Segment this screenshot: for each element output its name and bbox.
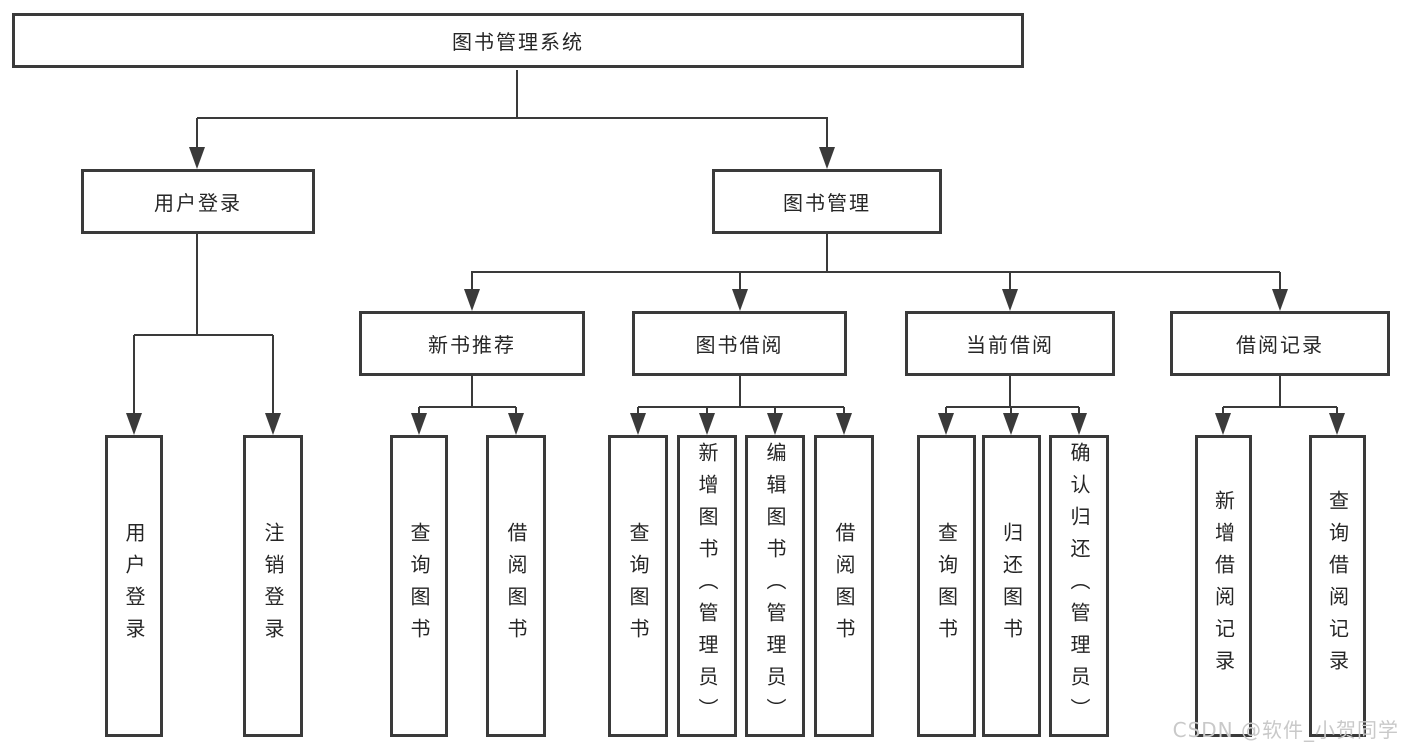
connector-vertical-line — [471, 272, 473, 292]
connector-horizontal-line — [946, 406, 1079, 408]
node-book-management: 图书管理 — [712, 169, 942, 234]
connector-vertical-line — [945, 407, 947, 415]
connector-vertical-line — [133, 335, 135, 416]
arrow-down-icon — [464, 289, 480, 311]
connector-horizontal-line — [471, 271, 1280, 273]
csdn-watermark: CSDN @软件_小贺同学 — [1172, 718, 1399, 742]
connector-horizontal-line — [197, 117, 828, 119]
arrow-down-icon — [1002, 289, 1018, 311]
leaf-label: 用户登录 — [122, 522, 146, 650]
arrow-down-icon — [1003, 413, 1019, 435]
connector-vertical-line — [637, 407, 639, 415]
leaf-query-books-current: 查询图书 — [917, 435, 976, 737]
arrow-down-icon — [699, 413, 715, 435]
arrow-down-icon — [189, 147, 205, 169]
leaf-query-books-borrowing: 查询图书 — [608, 435, 668, 737]
leaf-add-books-admin: 新增图书（管理员） — [677, 435, 737, 737]
connector-horizontal-line — [1223, 406, 1337, 408]
connector-vertical-line — [826, 118, 828, 150]
connector-vertical-line — [272, 335, 274, 416]
connector-vertical-line — [1279, 272, 1281, 292]
node-book-borrowing: 图书借阅 — [632, 311, 847, 376]
leaf-confirm-return-admin: 确认归还（管理员） — [1049, 435, 1109, 737]
connector-horizontal-line — [638, 406, 844, 408]
node-user-login: 用户登录 — [81, 169, 315, 234]
connector-vertical-line — [774, 407, 776, 415]
arrow-down-icon — [126, 413, 142, 435]
connector-vertical-line — [196, 118, 198, 150]
node-borrowing-records: 借阅记录 — [1170, 311, 1390, 376]
arrow-down-icon — [819, 147, 835, 169]
leaf-label: 查询图书 — [626, 522, 650, 650]
leaf-label: 新增图书（管理员） — [695, 442, 719, 730]
connector-vertical-line — [739, 272, 741, 292]
connector-vertical-line — [1336, 407, 1338, 415]
leaf-label: 查询借阅记录 — [1325, 490, 1350, 682]
leaf-query-books-recommend: 查询图书 — [390, 435, 448, 737]
leaf-logout: 注销登录 — [243, 435, 303, 737]
arrow-down-icon — [1215, 413, 1231, 435]
leaf-user-login: 用户登录 — [105, 435, 163, 737]
leaf-label: 确认归还（管理员） — [1067, 442, 1091, 730]
connector-vertical-line — [1279, 376, 1281, 407]
arrow-down-icon — [508, 413, 524, 435]
leaf-borrow-books-borrowing: 借阅图书 — [814, 435, 874, 737]
leaf-label: 注销登录 — [261, 522, 285, 650]
leaf-label: 查询图书 — [407, 522, 431, 650]
arrow-down-icon — [836, 413, 852, 435]
arrow-down-icon — [767, 413, 783, 435]
leaf-add-borrow-record: 新增借阅记录 — [1195, 435, 1252, 737]
connector-vertical-line — [471, 376, 473, 407]
leaf-edit-books-admin: 编辑图书（管理员） — [745, 435, 805, 737]
arrow-down-icon — [265, 413, 281, 435]
connector-vertical-line — [196, 234, 198, 335]
node-current-borrowing: 当前借阅 — [905, 311, 1115, 376]
connector-vertical-line — [418, 407, 420, 415]
arrow-down-icon — [938, 413, 954, 435]
leaf-query-borrow-record: 查询借阅记录 — [1309, 435, 1366, 737]
arrow-down-icon — [630, 413, 646, 435]
leaf-label: 归还图书 — [999, 522, 1024, 650]
arrow-down-icon — [1329, 413, 1345, 435]
leaf-label: 编辑图书（管理员） — [763, 442, 787, 730]
connector-vertical-line — [1009, 272, 1011, 292]
connector-horizontal-line — [419, 406, 516, 408]
connector-vertical-line — [515, 407, 517, 415]
leaf-return-books: 归还图书 — [982, 435, 1041, 737]
leaf-label: 查询图书 — [934, 522, 959, 650]
leaf-label: 借阅图书 — [832, 522, 856, 650]
node-new-book-recommendation: 新书推荐 — [359, 311, 585, 376]
connector-vertical-line — [516, 70, 518, 118]
arrow-down-icon — [1071, 413, 1087, 435]
node-library-management-system: 图书管理系统 — [12, 13, 1024, 68]
arrow-down-icon — [411, 413, 427, 435]
connector-vertical-line — [1222, 407, 1224, 415]
leaf-borrow-books-recommend: 借阅图书 — [486, 435, 546, 737]
leaf-label: 新增借阅记录 — [1211, 490, 1236, 682]
connector-vertical-line — [843, 407, 845, 415]
connector-vertical-line — [826, 234, 828, 272]
connector-horizontal-line — [134, 334, 273, 336]
connector-vertical-line — [739, 376, 741, 407]
connector-vertical-line — [1009, 376, 1011, 407]
arrow-down-icon — [732, 289, 748, 311]
leaf-label: 借阅图书 — [504, 522, 528, 650]
arrow-down-icon — [1272, 289, 1288, 311]
connector-vertical-line — [706, 407, 708, 415]
connector-vertical-line — [1078, 407, 1080, 415]
connector-vertical-line — [1010, 407, 1012, 415]
